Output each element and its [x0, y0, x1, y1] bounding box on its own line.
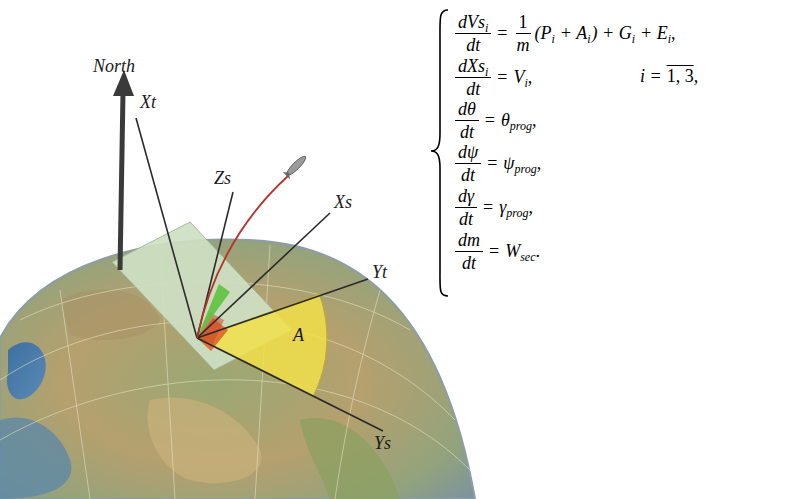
north-label: North: [93, 56, 135, 76]
equation-term: ,: [671, 23, 676, 44]
equation-term: + E: [640, 23, 668, 44]
subscript: prog: [510, 119, 532, 134]
equation-term: ,: [694, 66, 699, 86]
subscript: i: [632, 32, 635, 47]
equation-term: γ: [499, 197, 506, 218]
equation-term: dt: [462, 253, 476, 273]
subscript: prog: [515, 162, 537, 177]
axis-label: Xt: [140, 92, 156, 112]
numerator: dVsi: [455, 12, 491, 34]
subscript: i: [587, 32, 590, 47]
fraction: dm dt: [455, 230, 483, 273]
denominator: dt: [463, 78, 483, 99]
subscript: i: [668, 32, 671, 47]
axis-label: Yt: [372, 262, 387, 282]
equation-term: 1: [519, 12, 528, 32]
equation-term: dt: [460, 122, 474, 142]
equation-term: 1, 3: [667, 66, 694, 86]
equation-term: .: [535, 241, 540, 262]
subscript: i: [485, 62, 488, 82]
equation-term: dt: [466, 79, 480, 99]
axis-label: Zs: [214, 168, 231, 188]
equation-term: ψ: [503, 153, 514, 174]
equation-row: dXsidt=Vi,i =1, 3,: [455, 54, 532, 100]
numerator: 1: [516, 12, 531, 34]
subscript: i: [525, 76, 528, 91]
subscript: sec: [520, 250, 535, 265]
equation-term: W: [505, 241, 520, 262]
equation-term: ) + G: [592, 23, 632, 44]
denominator: m: [514, 34, 533, 55]
fraction: dXsidt: [455, 56, 491, 99]
equation-term: V: [514, 67, 525, 88]
subscript: i: [485, 18, 488, 38]
equation-term: i =: [640, 66, 662, 86]
equation-term: dθ: [458, 99, 476, 119]
equation-term: dψ: [458, 142, 478, 162]
axis-label: Xs: [334, 192, 352, 212]
equation-row: dγ dt = γprog,: [455, 184, 533, 230]
subscript: i: [552, 32, 555, 47]
fraction: dθ dt: [455, 99, 479, 142]
index-range: i =1, 3,: [640, 66, 698, 87]
equation-term: =: [487, 153, 497, 174]
equation-term: ,: [528, 67, 533, 88]
equation-term: ,: [532, 110, 537, 131]
equation-row: dψ dt = ψprog,: [455, 140, 541, 186]
numerator: dψ: [455, 142, 481, 164]
equation-row: dm dt = Wsec.: [455, 228, 540, 274]
equation-term: dt: [459, 209, 473, 229]
numerator: dθ: [455, 99, 479, 121]
equation-row: dVsidt=1m(Pi+ Ai) + Gi+ Ei,: [455, 10, 676, 56]
axis-label: Ys: [374, 433, 391, 453]
equation-term: dt: [466, 35, 480, 55]
fraction: 1m: [514, 12, 533, 55]
equation-term: =: [497, 23, 507, 44]
equation-term: ,: [537, 153, 542, 174]
equation-term: θ: [501, 110, 510, 131]
equation-term: =: [483, 197, 493, 218]
fraction: dψ dt: [455, 142, 481, 185]
numerator: dm: [455, 230, 483, 252]
denominator: dt: [457, 121, 477, 142]
denominator: dt: [456, 208, 476, 229]
equation-term: dVs: [458, 12, 485, 32]
equation-term: =: [485, 110, 495, 131]
fraction: dγ dt: [455, 186, 477, 229]
equation-term: m: [517, 35, 530, 55]
denominator: dt: [459, 252, 479, 273]
equation-term: dγ: [458, 186, 474, 206]
equation-term: (P: [535, 23, 552, 44]
equation-term: =: [489, 241, 499, 262]
fraction: dVsidt: [455, 12, 491, 55]
equation-term: dXs: [458, 56, 485, 76]
equation-term: dt: [461, 165, 475, 185]
numerator: dγ: [455, 186, 477, 208]
numerator: dXsi: [455, 56, 491, 78]
equation-term: dm: [458, 230, 480, 250]
denominator: dt: [458, 164, 478, 185]
equation-row: dθ dt = θprog,: [455, 97, 537, 143]
equation-term: =: [497, 67, 507, 88]
denominator: dt: [463, 34, 483, 55]
equation-term: + A: [560, 23, 587, 44]
subscript: prog: [506, 206, 528, 221]
angle-label: A: [293, 325, 304, 345]
equation-term: ,: [529, 197, 534, 218]
